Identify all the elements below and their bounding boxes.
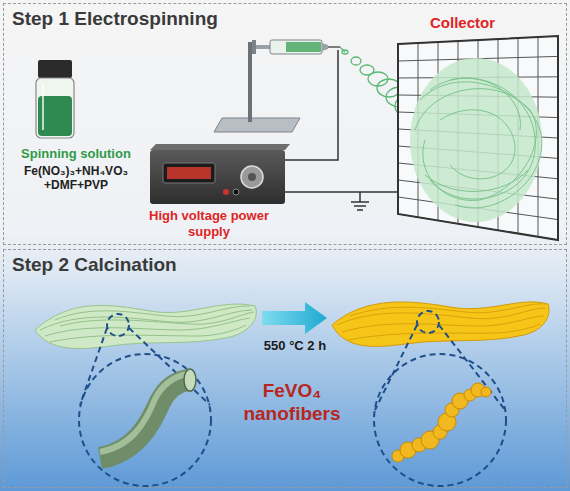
fiber-mat xyxy=(398,36,558,240)
step-panel: Step 2 Calcination xyxy=(3,249,567,488)
solid-fiber xyxy=(100,374,186,452)
power-supply xyxy=(150,144,290,150)
vial xyxy=(36,60,74,138)
syringe xyxy=(270,40,322,54)
green-fiber-bundle xyxy=(35,304,256,348)
annotation-label: Collector xyxy=(430,14,530,32)
green-fiber-bundle xyxy=(55,306,250,320)
power-supply xyxy=(163,163,215,183)
fiber-mat xyxy=(398,36,558,240)
stand xyxy=(214,118,300,132)
syringe xyxy=(255,45,271,49)
yellow-fiber-bundle xyxy=(342,316,544,332)
yellow-fiber-bundle xyxy=(332,302,549,347)
panel-heading: Step 1 Electrospinning xyxy=(4,4,226,34)
jet-spiral xyxy=(342,50,348,54)
solid-fiber xyxy=(184,369,196,391)
wires xyxy=(285,50,398,210)
zoom-callouts xyxy=(439,325,505,410)
green-fiber-bundle xyxy=(35,304,256,348)
zoom-callouts xyxy=(417,311,439,333)
power-supply xyxy=(150,150,285,204)
zoom-callouts xyxy=(79,354,211,486)
green-fiber-bundle xyxy=(40,306,254,342)
syringe xyxy=(322,43,328,51)
power-supply xyxy=(248,173,256,181)
power-supply xyxy=(223,189,229,195)
solid-fiber xyxy=(100,369,196,458)
green-fiber-bundle xyxy=(45,318,250,336)
zoom-callouts xyxy=(79,311,506,486)
wires xyxy=(357,209,363,211)
yellow-fiber-bundle xyxy=(332,302,549,347)
wires xyxy=(285,191,398,193)
wires xyxy=(354,205,366,207)
fiber-mat xyxy=(415,89,542,208)
annotation-label: 550 °C 2 h xyxy=(252,338,338,354)
power-supply xyxy=(233,189,239,195)
yellow-fiber-bundle xyxy=(350,304,546,316)
stand xyxy=(214,42,300,132)
green-fiber-bundle xyxy=(50,325,246,342)
syringe xyxy=(328,46,340,48)
zoom-callouts xyxy=(107,314,129,336)
zoom-callouts xyxy=(375,325,417,410)
step-panel: Step 1 Electrospinning xyxy=(3,3,567,245)
fiber-mat xyxy=(410,58,542,222)
yellow-fiber-bundle xyxy=(337,304,546,340)
power-supply xyxy=(167,167,211,179)
jet-spiral xyxy=(351,57,361,65)
wires xyxy=(359,192,361,202)
beaded-fiber xyxy=(392,383,491,462)
vial xyxy=(42,84,44,130)
syringe xyxy=(252,40,256,54)
green-fiber-bundle xyxy=(40,310,252,330)
beaded-fiber xyxy=(481,387,491,397)
annotation-label: Fe(NO₃)₃+NH₄VO₃ +DMF+PVP xyxy=(8,164,144,193)
fiber-mat xyxy=(425,170,528,191)
green-fiber-bundle xyxy=(60,312,254,326)
power-supply xyxy=(150,144,290,204)
fiber-mat xyxy=(450,78,520,130)
collector-grid xyxy=(398,36,558,240)
vial xyxy=(38,60,72,78)
fiber-mat xyxy=(440,110,515,179)
power-supply xyxy=(241,166,263,188)
stand xyxy=(248,42,252,122)
syringe xyxy=(286,42,321,52)
zoom-callouts xyxy=(374,354,506,486)
wires xyxy=(285,50,338,160)
vial xyxy=(36,78,74,138)
fiber-mat xyxy=(415,78,542,208)
wires xyxy=(351,201,369,203)
annotation-label: FeVO₄ nanofibers xyxy=(214,380,370,426)
yellow-fiber-bundle xyxy=(348,324,540,340)
collector-grid xyxy=(398,36,558,240)
panel-heading: Step 2 Calcination xyxy=(4,250,185,280)
annotation-label: High voltage power supply xyxy=(148,208,270,239)
syringe xyxy=(252,40,340,54)
process-arrow xyxy=(262,302,327,334)
annotation-label: Spinning solution xyxy=(8,146,144,162)
